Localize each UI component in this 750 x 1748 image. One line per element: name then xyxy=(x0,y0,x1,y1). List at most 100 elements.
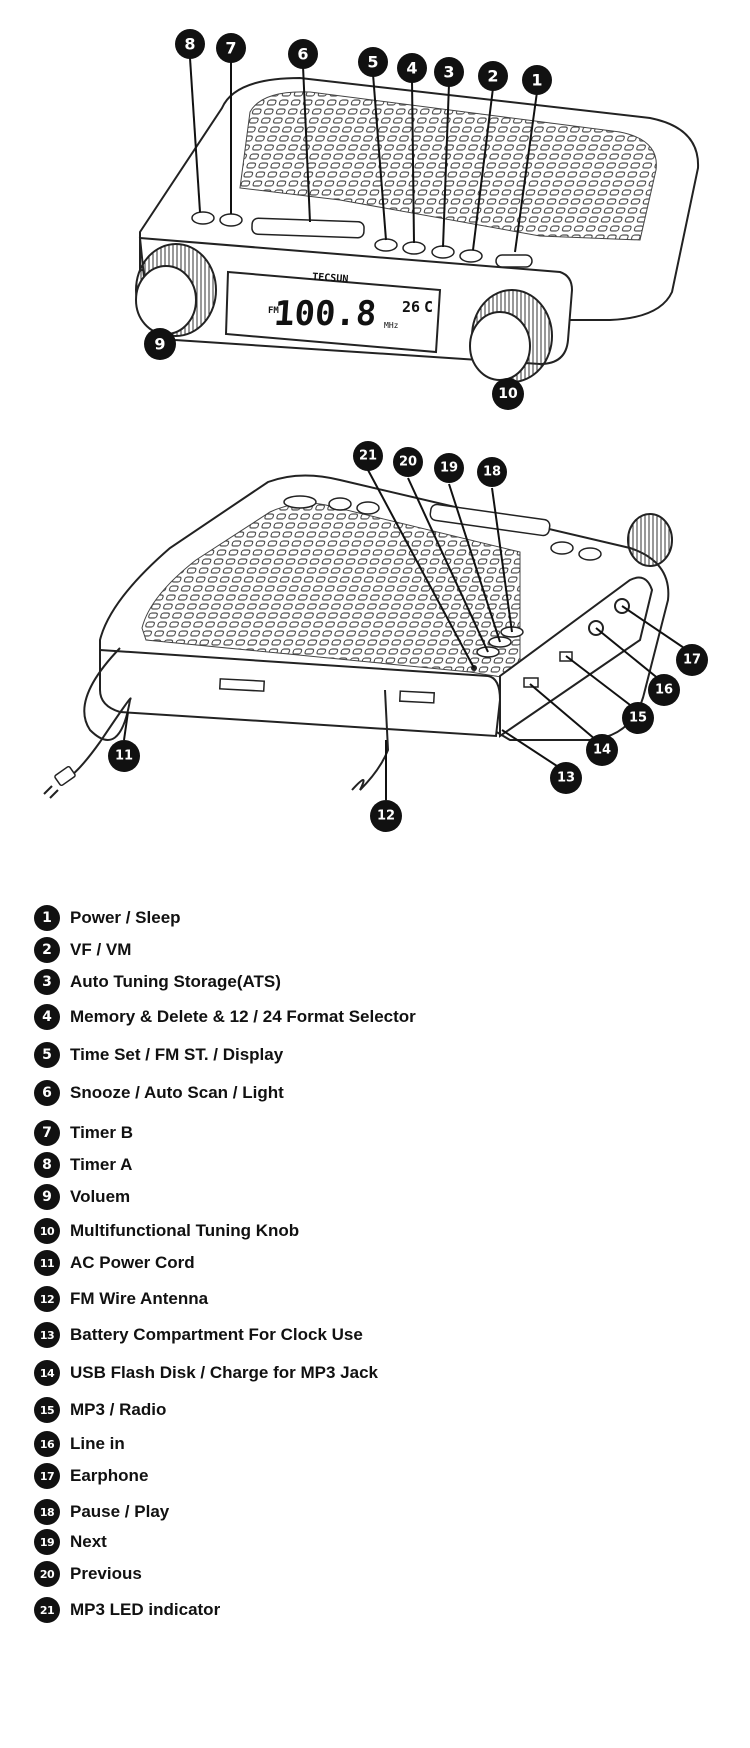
callout-12: 12 xyxy=(370,800,402,832)
callout-10: 10 xyxy=(492,378,524,410)
legend-number: 3 xyxy=(34,969,60,995)
temperature-unit: C xyxy=(424,298,433,316)
memory-button[interactable] xyxy=(402,241,426,255)
radio-diagram: TECSUN FM 100.8 MHz 26 C xyxy=(43,29,708,832)
svg-text:13: 13 xyxy=(557,771,575,786)
legend-label: Pause / Play xyxy=(70,1502,170,1521)
legend-item-16: 16 Line in xyxy=(34,1431,125,1457)
callout-18: 18 xyxy=(477,457,507,487)
legend-item-4: 4 Memory & Delete & 12 / 24 Format Select… xyxy=(34,1004,416,1030)
svg-text:16: 16 xyxy=(655,683,673,698)
power-button[interactable] xyxy=(495,254,533,268)
frequency-readout: 100.8 xyxy=(273,294,378,334)
legend-label: Snooze / Auto Scan / Light xyxy=(70,1083,284,1102)
snooze-bar xyxy=(251,217,365,239)
legend-label: Auto Tuning Storage(ATS) xyxy=(70,972,281,991)
legend-label: MP3 / Radio xyxy=(70,1400,167,1419)
legend-label: AC Power Cord xyxy=(70,1253,195,1272)
legend-number: 10 xyxy=(34,1218,60,1244)
legend-label: Voluem xyxy=(70,1187,131,1206)
timer-a-button[interactable] xyxy=(191,211,215,225)
legend-number: 12 xyxy=(34,1286,60,1312)
legend-number: 5 xyxy=(34,1042,60,1068)
usb-port[interactable] xyxy=(523,677,539,688)
lcd-display: TECSUN FM 100.8 MHz 26 C xyxy=(224,270,442,354)
temperature-readout: 26 xyxy=(402,298,420,316)
svg-text:18: 18 xyxy=(483,465,501,480)
callout-17: 17 xyxy=(676,644,708,676)
legend-number: 1 xyxy=(34,905,60,931)
legend-label: Power / Sleep xyxy=(70,908,181,927)
time-set-button[interactable] xyxy=(374,238,398,252)
callout-16: 16 xyxy=(648,674,680,706)
radio-front-view: TECSUN FM 100.8 MHz 26 C xyxy=(135,29,700,410)
svg-text:6: 6 xyxy=(297,45,308,64)
legend-number: 16 xyxy=(34,1431,60,1457)
timer-b-button[interactable] xyxy=(219,213,243,227)
legend-label: USB Flash Disk / Charge for MP3 Jack xyxy=(70,1363,378,1382)
svg-text:21: 21 xyxy=(359,449,377,464)
back-leader-lines xyxy=(123,469,691,800)
power-plug xyxy=(43,765,76,799)
radio-back-view: 21 20 19 18 17 16 15 14 13 11 12 xyxy=(43,441,708,832)
callout-20: 20 xyxy=(393,447,423,477)
callout-19: 19 xyxy=(434,453,464,483)
unit-label: MHz xyxy=(384,321,399,330)
ac-power-cord xyxy=(67,647,132,779)
legend-number: 20 xyxy=(34,1561,60,1587)
legend-number: 14 xyxy=(34,1360,60,1386)
legend-label: Next xyxy=(70,1532,107,1551)
legend-label: Timer A xyxy=(70,1155,133,1174)
volume-knob[interactable] xyxy=(135,243,217,337)
legend-item-18: 18 Pause / Play xyxy=(34,1499,169,1525)
callout-9: 9 xyxy=(144,328,176,360)
legend-item-13: 13 Battery Compartment For Clock Use xyxy=(34,1322,363,1348)
legend-number: 6 xyxy=(34,1080,60,1106)
legend-item-17: 17 Earphone xyxy=(34,1463,148,1489)
legend-label: Earphone xyxy=(70,1466,149,1485)
svg-text:9: 9 xyxy=(154,335,165,354)
svg-text:11: 11 xyxy=(115,749,133,764)
legend-item-6: 6 Snooze / Auto Scan / Light xyxy=(34,1080,284,1106)
legend-number: 21 xyxy=(34,1597,60,1623)
legend-item-8: 8 Timer A xyxy=(34,1152,132,1178)
legend-number: 18 xyxy=(34,1499,60,1525)
legend-number: 9 xyxy=(34,1184,60,1210)
legend-label: Memory & Delete & 12 / 24 Format Selecto… xyxy=(70,1007,416,1026)
callout-15: 15 xyxy=(622,702,654,734)
svg-text:7: 7 xyxy=(225,39,236,58)
legend-number: 13 xyxy=(34,1322,60,1348)
callout-4: 4 xyxy=(397,53,427,83)
callout-1: 1 xyxy=(522,65,552,95)
legend-item-3: 3 Auto Tuning Storage(ATS) xyxy=(34,969,281,995)
legend-label: Battery Compartment For Clock Use xyxy=(70,1325,363,1344)
callout-5: 5 xyxy=(358,47,388,77)
svg-text:17: 17 xyxy=(683,653,701,668)
callout-11: 11 xyxy=(108,740,140,772)
callout-7: 7 xyxy=(216,33,246,63)
svg-text:8: 8 xyxy=(184,35,195,54)
legend-item-19: 19 Next xyxy=(34,1529,107,1555)
legend-item-14: 14 USB Flash Disk / Charge for MP3 Jack xyxy=(34,1360,378,1386)
band-label: FM xyxy=(268,306,279,316)
ats-button[interactable] xyxy=(431,245,455,259)
svg-text:20: 20 xyxy=(399,455,417,470)
legend-number: 19 xyxy=(34,1529,60,1555)
legend-number: 17 xyxy=(34,1463,60,1489)
svg-text:3: 3 xyxy=(443,63,454,82)
legend-number: 4 xyxy=(34,1004,60,1030)
tuning-knob[interactable] xyxy=(469,289,553,383)
callout-2: 2 xyxy=(478,61,508,91)
legend-label: Line in xyxy=(70,1434,125,1453)
svg-text:12: 12 xyxy=(377,809,395,824)
legend-item-1: 1 Power / Sleep xyxy=(34,905,181,931)
vf-vm-button[interactable] xyxy=(459,249,483,263)
legend-number: 11 xyxy=(34,1250,60,1276)
svg-text:4: 4 xyxy=(406,59,417,78)
legend-number: 8 xyxy=(34,1152,60,1178)
